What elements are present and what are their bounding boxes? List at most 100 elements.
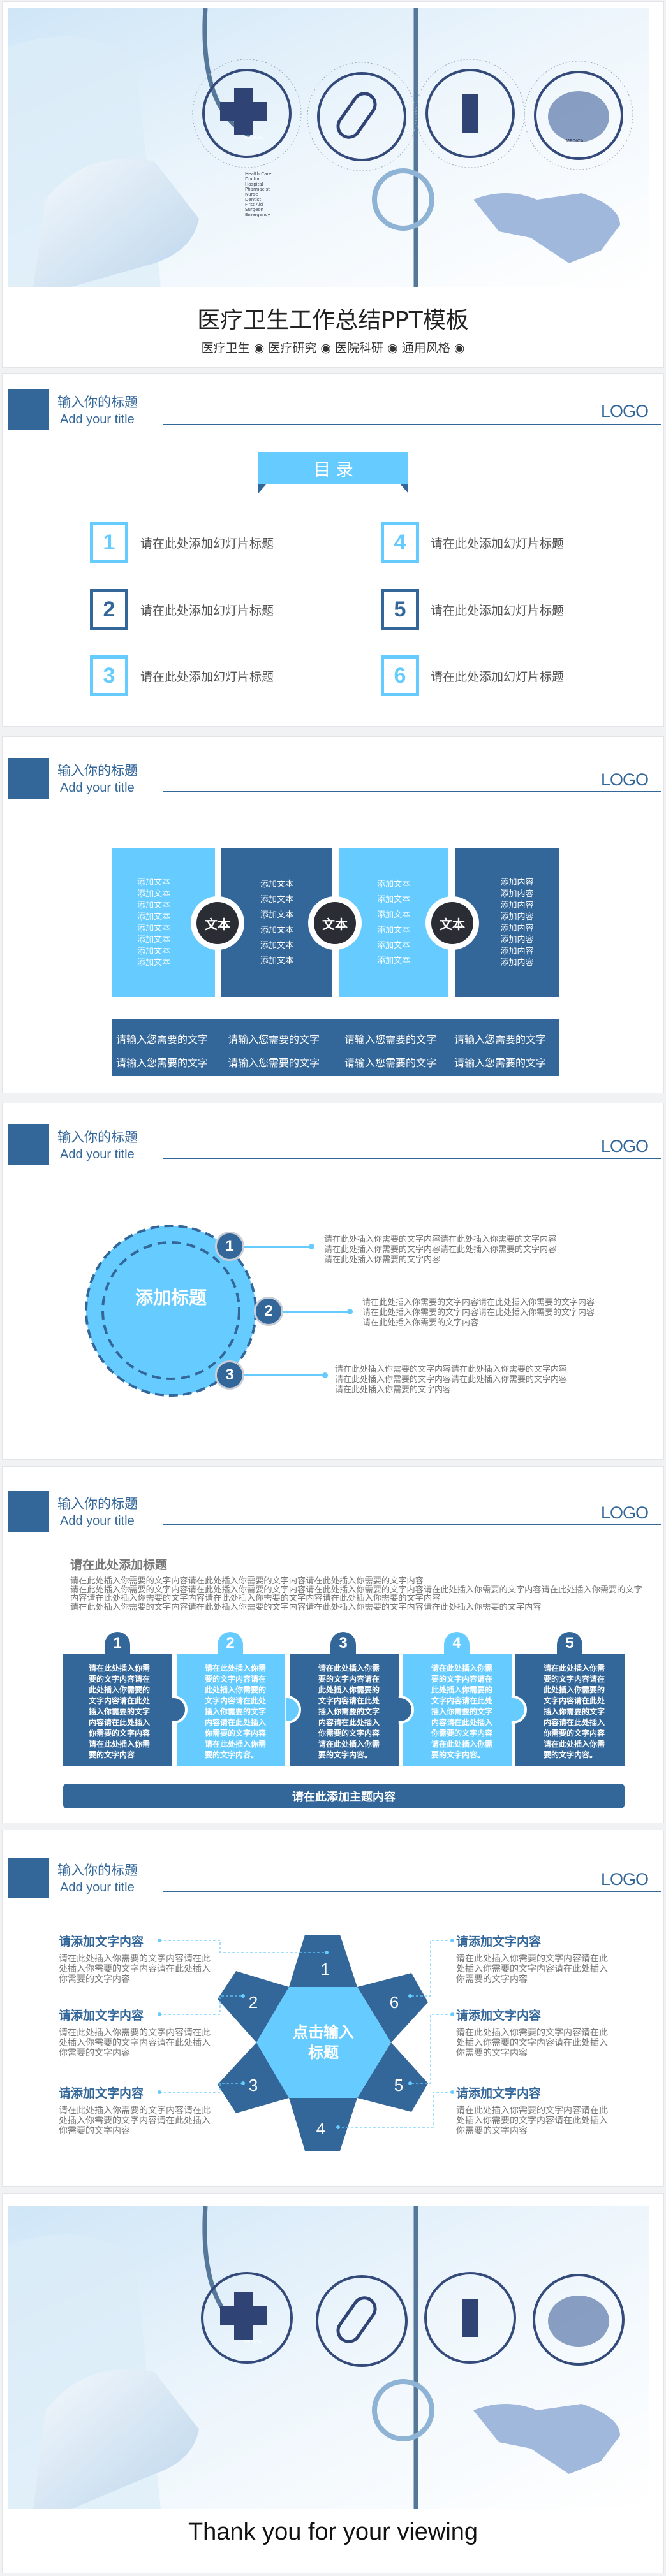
toc-label: 请在此处添加幻灯片标题 — [140, 670, 274, 684]
logo: LOGO — [600, 1870, 649, 1889]
svg-text:MEDICAL: MEDICAL — [244, 135, 264, 140]
medical-list: Health Care Doctor Hospital Pharmacist N… — [245, 171, 271, 217]
connector-line — [283, 1311, 348, 1313]
block-text: 请在此处插入你需要的文字内容请在此处插入你需要的文字内容请在此处插入你需要的文字… — [59, 1954, 211, 1984]
block-text: 请在此处插入你需要的文字内容请在此处插入你需要的文字内容请在此处插入你需要的文字… — [59, 2028, 211, 2058]
header-title-en: Add your title — [60, 781, 135, 795]
medical-cross-icon — [220, 88, 267, 135]
header-title-cn: 输入你的标题 — [57, 395, 138, 410]
star-number: 1 — [321, 1960, 330, 1979]
puzzle-piece: 请在此处插入你需要的文字内容请在此处插入你需要的文字内容请在此处插入你需要的文字… — [403, 1654, 512, 1766]
ribbon-tail-left — [258, 484, 266, 493]
band-text: 请输入您需要的文字 — [454, 1057, 547, 1069]
toc-number: 4 — [381, 522, 419, 563]
header-block — [8, 758, 49, 799]
dashed-connectors — [159, 1940, 452, 2128]
connector-dot — [322, 1372, 328, 1378]
world-map — [473, 2404, 620, 2474]
logo: LOGO — [600, 1137, 649, 1156]
header-divider — [163, 1524, 661, 1525]
toc-label: 请在此处添加幻灯片标题 — [431, 604, 565, 618]
svg-text:Surgeon: Surgeon — [245, 207, 263, 212]
header-block — [8, 1124, 49, 1165]
star-center-title: 点击输入标题 — [293, 2023, 354, 2062]
header-title-en: Add your title — [60, 1514, 135, 1528]
header-title-en: Add your title — [60, 1881, 135, 1895]
svg-text:MEDICAL: MEDICAL — [566, 138, 586, 143]
block-heading: 请添加文字内容 — [59, 2009, 144, 2023]
block-text: 请在此处插入你需要的文字内容请在此处插入你需要的文字内容请在此处插入你需要的文字… — [456, 2028, 608, 2058]
star-arm-6 — [357, 1973, 428, 2042]
block-text: 请在此处插入你需要的文字内容请在此处插入你需要的文字内容请在此处插入你需要的文字… — [59, 2106, 211, 2136]
item-text: 请在此处插入你需要的文字内容请在此处插入你需要的文字内容请在此处插入你需要的文字… — [324, 1235, 557, 1265]
medical-cross-icon — [220, 2292, 267, 2340]
center-title: 添加标题 — [135, 1287, 207, 1308]
band-text: 请输入您需要的文字 — [344, 1033, 437, 1045]
star-number: 5 — [394, 2076, 403, 2095]
puzzle-piece: 请在此处插入你需要的文字内容请在此处插入你需要的文字内容请在此处插入你需要的文字… — [290, 1654, 399, 1766]
toc-number: 5 — [381, 589, 419, 630]
logo: LOGO — [600, 1503, 649, 1522]
star-arm-3 — [218, 2042, 289, 2113]
header-divider — [163, 424, 661, 425]
block-text: 请在此处插入你需要的文字内容请在此处插入你需要的文字内容请在此处插入你需要的文字… — [456, 1954, 608, 1984]
star-number: 3 — [249, 2076, 258, 2095]
header-title-en: Add your title — [60, 412, 135, 426]
block-text: 请在此处插入你需要的文字内容请在此处插入你需要的文字内容请在此处插入你需要的文字… — [456, 2106, 608, 2136]
doctor-icon — [462, 94, 478, 133]
block-heading: 请添加文字内容 — [456, 2009, 542, 2023]
pill-icon — [336, 2296, 377, 2343]
toc-ribbon: 目 录 — [258, 452, 408, 484]
logo: LOGO — [600, 770, 649, 789]
star-number: 2 — [249, 1993, 258, 2012]
band-text: 请输入您需要的文字 — [344, 1057, 437, 1069]
tag: 医疗卫生 — [201, 341, 250, 355]
header-block — [8, 1858, 49, 1898]
header-block — [8, 389, 49, 430]
header-title-cn: 输入你的标题 — [57, 763, 138, 778]
connector-line — [244, 1374, 323, 1376]
thank-you-text: Thank you for your viewing — [188, 2519, 478, 2545]
puzzle-piece: 请在此处插入你需要的文字内容请在此处插入你需要的文字内容请在此处插入你需要的文字… — [515, 1654, 625, 1766]
toc-number: 1 — [90, 522, 128, 563]
toc-label: 请在此处添加幻灯片标题 — [431, 670, 565, 684]
toc-number: 2 — [90, 589, 128, 630]
center-hexagon — [256, 1987, 391, 2098]
theme-bar: 请在此添加主题内容 — [63, 1784, 625, 1808]
pill-icon — [336, 92, 377, 139]
tag: 医院科研 — [335, 341, 384, 355]
connector-line — [244, 1246, 311, 1248]
header-divider — [163, 1891, 661, 1892]
item-text: 请在此处插入你需要的文字内容请在此处插入你需要的文字内容请在此处插入你需要的文字… — [335, 1365, 568, 1395]
text-band — [112, 1019, 559, 1076]
block-heading: 请添加文字内容 — [59, 1935, 144, 1949]
toc-label: 请在此处添加幻灯片标题 — [140, 604, 274, 618]
globe-icon — [548, 91, 609, 142]
toc-label: 请在此处添加幻灯片标题 — [431, 537, 565, 551]
svg-text:Hospital: Hospital — [245, 182, 263, 187]
number-badge: 3 — [215, 1360, 244, 1390]
number-badge: 2 — [254, 1297, 283, 1326]
star-arm-2 — [218, 1971, 289, 2042]
puzzle-piece: 请在此处插入你需要的文字内容请在此处插入你需要的文字内容请在此处插入你需要的文字… — [63, 1654, 172, 1766]
toc-number: 6 — [381, 655, 419, 696]
star-arm-1 — [289, 1935, 357, 1987]
star-diagram: 1 2 3 4 5 6 — [158, 1935, 454, 2151]
tag: 通用风格 — [401, 341, 450, 355]
band-text: 请输入您需要的文字 — [454, 1033, 547, 1045]
text-circle: 文本 — [426, 896, 479, 950]
header-divider — [163, 1158, 661, 1159]
toc-number: 3 — [90, 655, 128, 696]
header-title-en: Add your title — [60, 1147, 135, 1161]
section-paragraph: 请在此处插入你需要的文字内容请在此处插入你需要的文字内容请在此处插入你需要的文字… — [70, 1576, 642, 1612]
star-number: 4 — [316, 2119, 325, 2138]
connector-dot — [309, 1244, 314, 1249]
svg-text:Emergency: Emergency — [245, 212, 270, 217]
svg-text:Pharmacist: Pharmacist — [245, 187, 270, 192]
doctor-icon — [462, 2299, 478, 2337]
svg-text:Health Care: Health Care — [245, 171, 271, 177]
connector-dot — [347, 1309, 353, 1314]
cover-slide: MEDICAL MEDICAL Health Care Doctor Hospi… — [2, 1, 664, 368]
band-text: 请输入您需要的文字 — [228, 1057, 320, 1069]
svg-text:First Aid: First Aid — [245, 202, 263, 207]
